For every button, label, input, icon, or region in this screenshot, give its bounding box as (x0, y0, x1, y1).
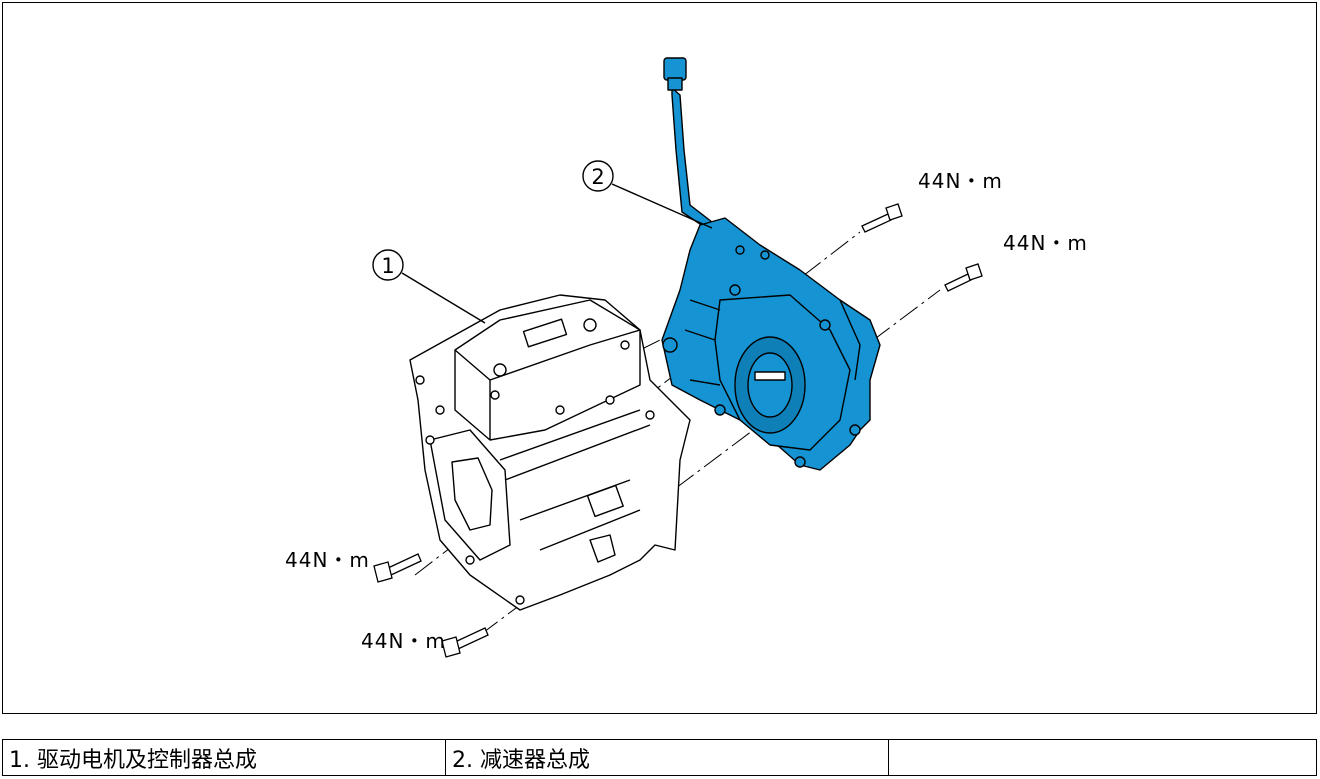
torque-label: 44N・m (361, 629, 446, 653)
torque-label: 44N・m (285, 548, 370, 572)
breather-cap (663, 57, 687, 81)
legend-item-1: 1. 驱动电机及控制器总成 (2, 739, 446, 776)
parts-legend-table: 1. 驱动电机及控制器总成 2. 减速器总成 (2, 739, 1317, 776)
bolt (861, 203, 903, 233)
legend-item-empty (888, 739, 1317, 776)
reducer-assembly (661, 57, 881, 471)
legend-row: 1. 驱动电机及控制器总成 2. 减速器总成 (2, 739, 1317, 776)
torque-label: 44N・m (1003, 231, 1088, 255)
bolt (944, 263, 983, 292)
bolt (373, 553, 422, 583)
callout-2: 2 (582, 160, 713, 229)
exploded-view-diagram: 1 2 (372, 57, 983, 658)
torque-label: 44N・m (918, 169, 1003, 193)
callout-1: 1 (372, 249, 486, 324)
svg-text:1: 1 (381, 254, 394, 278)
diagram-frame (2, 2, 1317, 714)
drive-motor-controller-assembly (409, 294, 691, 611)
legend-item-2: 2. 减速器总成 (445, 739, 889, 776)
breather-tube (671, 87, 713, 229)
bolt (441, 627, 489, 658)
svg-text:2: 2 (591, 165, 604, 189)
